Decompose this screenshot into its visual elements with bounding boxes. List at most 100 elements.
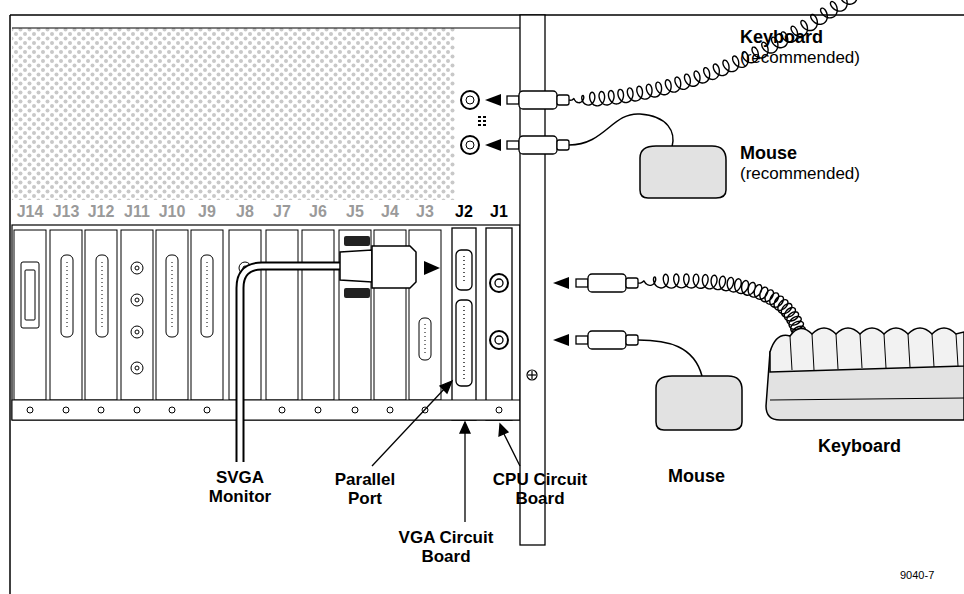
bottom-rail bbox=[12, 400, 520, 420]
part-label: Parallel Port bbox=[324, 470, 406, 508]
ps2-plug bbox=[519, 136, 557, 154]
chassis-flange bbox=[527, 370, 537, 380]
slot-label: J3 bbox=[408, 203, 442, 221]
port-connector bbox=[166, 255, 178, 337]
monitor-cable bbox=[424, 261, 440, 275]
leader-line bbox=[460, 422, 470, 433]
bottom-rail bbox=[98, 407, 104, 413]
chassis-panel bbox=[455, 28, 520, 200]
device-note: (recommended) bbox=[740, 48, 860, 67]
bottom-rail bbox=[169, 407, 175, 413]
part-label: CPU Circuit Board bbox=[485, 470, 595, 508]
slot-cover bbox=[50, 230, 82, 400]
slot-cover bbox=[229, 230, 261, 400]
part-label: SVGA Monitor bbox=[192, 468, 288, 506]
vga-card-bracket bbox=[456, 250, 472, 290]
ps2-plug bbox=[519, 91, 557, 109]
port-connector bbox=[96, 255, 108, 337]
slot-label: J14 bbox=[13, 203, 47, 221]
monitor-cable bbox=[372, 246, 416, 288]
ps2-port bbox=[483, 120, 486, 122]
keyboard-shape bbox=[770, 328, 964, 372]
chassis-panel bbox=[12, 28, 520, 420]
ps2-plug bbox=[626, 278, 638, 288]
bottom-rail bbox=[352, 407, 358, 413]
port-connector bbox=[201, 255, 213, 337]
chassis-panel bbox=[12, 28, 520, 29]
port-connector bbox=[131, 294, 143, 306]
mouse-cord bbox=[569, 114, 673, 147]
mouse-shape bbox=[640, 146, 742, 430]
slot-label: J13 bbox=[49, 203, 83, 221]
ps2-port bbox=[461, 91, 486, 154]
ps2-plug bbox=[507, 91, 638, 349]
leader-line bbox=[503, 432, 520, 466]
slot-label: J11 bbox=[120, 203, 154, 221]
plug-arrow bbox=[485, 139, 501, 151]
bottom-rail bbox=[134, 407, 140, 413]
ps2-port bbox=[483, 116, 486, 118]
ps2-plug bbox=[626, 335, 638, 345]
plug-arrow bbox=[553, 277, 569, 289]
bottom-rail bbox=[387, 407, 393, 413]
ps2-plug bbox=[588, 331, 626, 349]
plug-arrow bbox=[553, 334, 569, 346]
port-connector bbox=[131, 262, 143, 274]
cpu-card-bracket bbox=[490, 274, 508, 292]
vga-card-bracket bbox=[452, 228, 476, 420]
port-connector bbox=[135, 266, 139, 270]
ps2-port bbox=[478, 120, 481, 122]
monitor-cable bbox=[340, 250, 372, 282]
slot-label: J12 bbox=[84, 203, 118, 221]
bottom-rail bbox=[63, 407, 69, 413]
keyboard-cord bbox=[569, 0, 864, 339]
cpu-card-bracket bbox=[495, 336, 503, 344]
ps2-plug bbox=[588, 274, 626, 292]
port-connector bbox=[21, 262, 39, 328]
chassis-panel bbox=[12, 225, 520, 420]
device-label: Mouse bbox=[668, 466, 725, 486]
slot-cover bbox=[156, 230, 188, 400]
bottom-rail bbox=[27, 407, 33, 413]
slot-cover bbox=[339, 230, 371, 400]
frame bbox=[10, 15, 964, 594]
slot-label: J6 bbox=[301, 203, 335, 221]
slot-cover bbox=[14, 230, 441, 400]
mouse-shape bbox=[640, 146, 726, 198]
port-connector bbox=[135, 366, 139, 370]
port-connector bbox=[172, 262, 173, 330]
port-connector bbox=[207, 262, 208, 330]
ps2-plug bbox=[576, 336, 588, 344]
cpu-card-bracket bbox=[486, 228, 512, 420]
slot-label: J7 bbox=[265, 203, 299, 221]
ps2-plug bbox=[507, 96, 519, 104]
leader-line bbox=[464, 430, 465, 522]
port-connector bbox=[131, 326, 143, 338]
port-connector bbox=[425, 324, 426, 354]
bottom-rail bbox=[204, 407, 210, 413]
slot-cover bbox=[266, 230, 298, 400]
ps2-plug bbox=[557, 95, 569, 105]
vga-card-bracket bbox=[452, 228, 476, 420]
monitor-cable bbox=[240, 266, 340, 462]
mouse-cord bbox=[638, 340, 702, 376]
monitor-cable bbox=[240, 236, 440, 462]
slot-label: J4 bbox=[373, 203, 407, 221]
keyboard-shape bbox=[770, 398, 964, 400]
vga-card-bracket bbox=[463, 306, 464, 380]
cpu-card-bracket bbox=[490, 331, 508, 349]
ps2-plug bbox=[557, 140, 569, 150]
ps2-port bbox=[478, 116, 481, 118]
keyboard-shape bbox=[766, 328, 964, 420]
device-label: Keyboard bbox=[818, 436, 901, 456]
mouse-shape bbox=[656, 376, 742, 430]
port-connector bbox=[25, 270, 35, 320]
ps2-port bbox=[478, 124, 481, 126]
port-connector bbox=[419, 318, 431, 360]
ps2-port bbox=[461, 136, 479, 154]
slot-label: J10 bbox=[155, 203, 189, 221]
cpu-card-bracket bbox=[486, 228, 512, 420]
port-connector bbox=[131, 362, 143, 374]
